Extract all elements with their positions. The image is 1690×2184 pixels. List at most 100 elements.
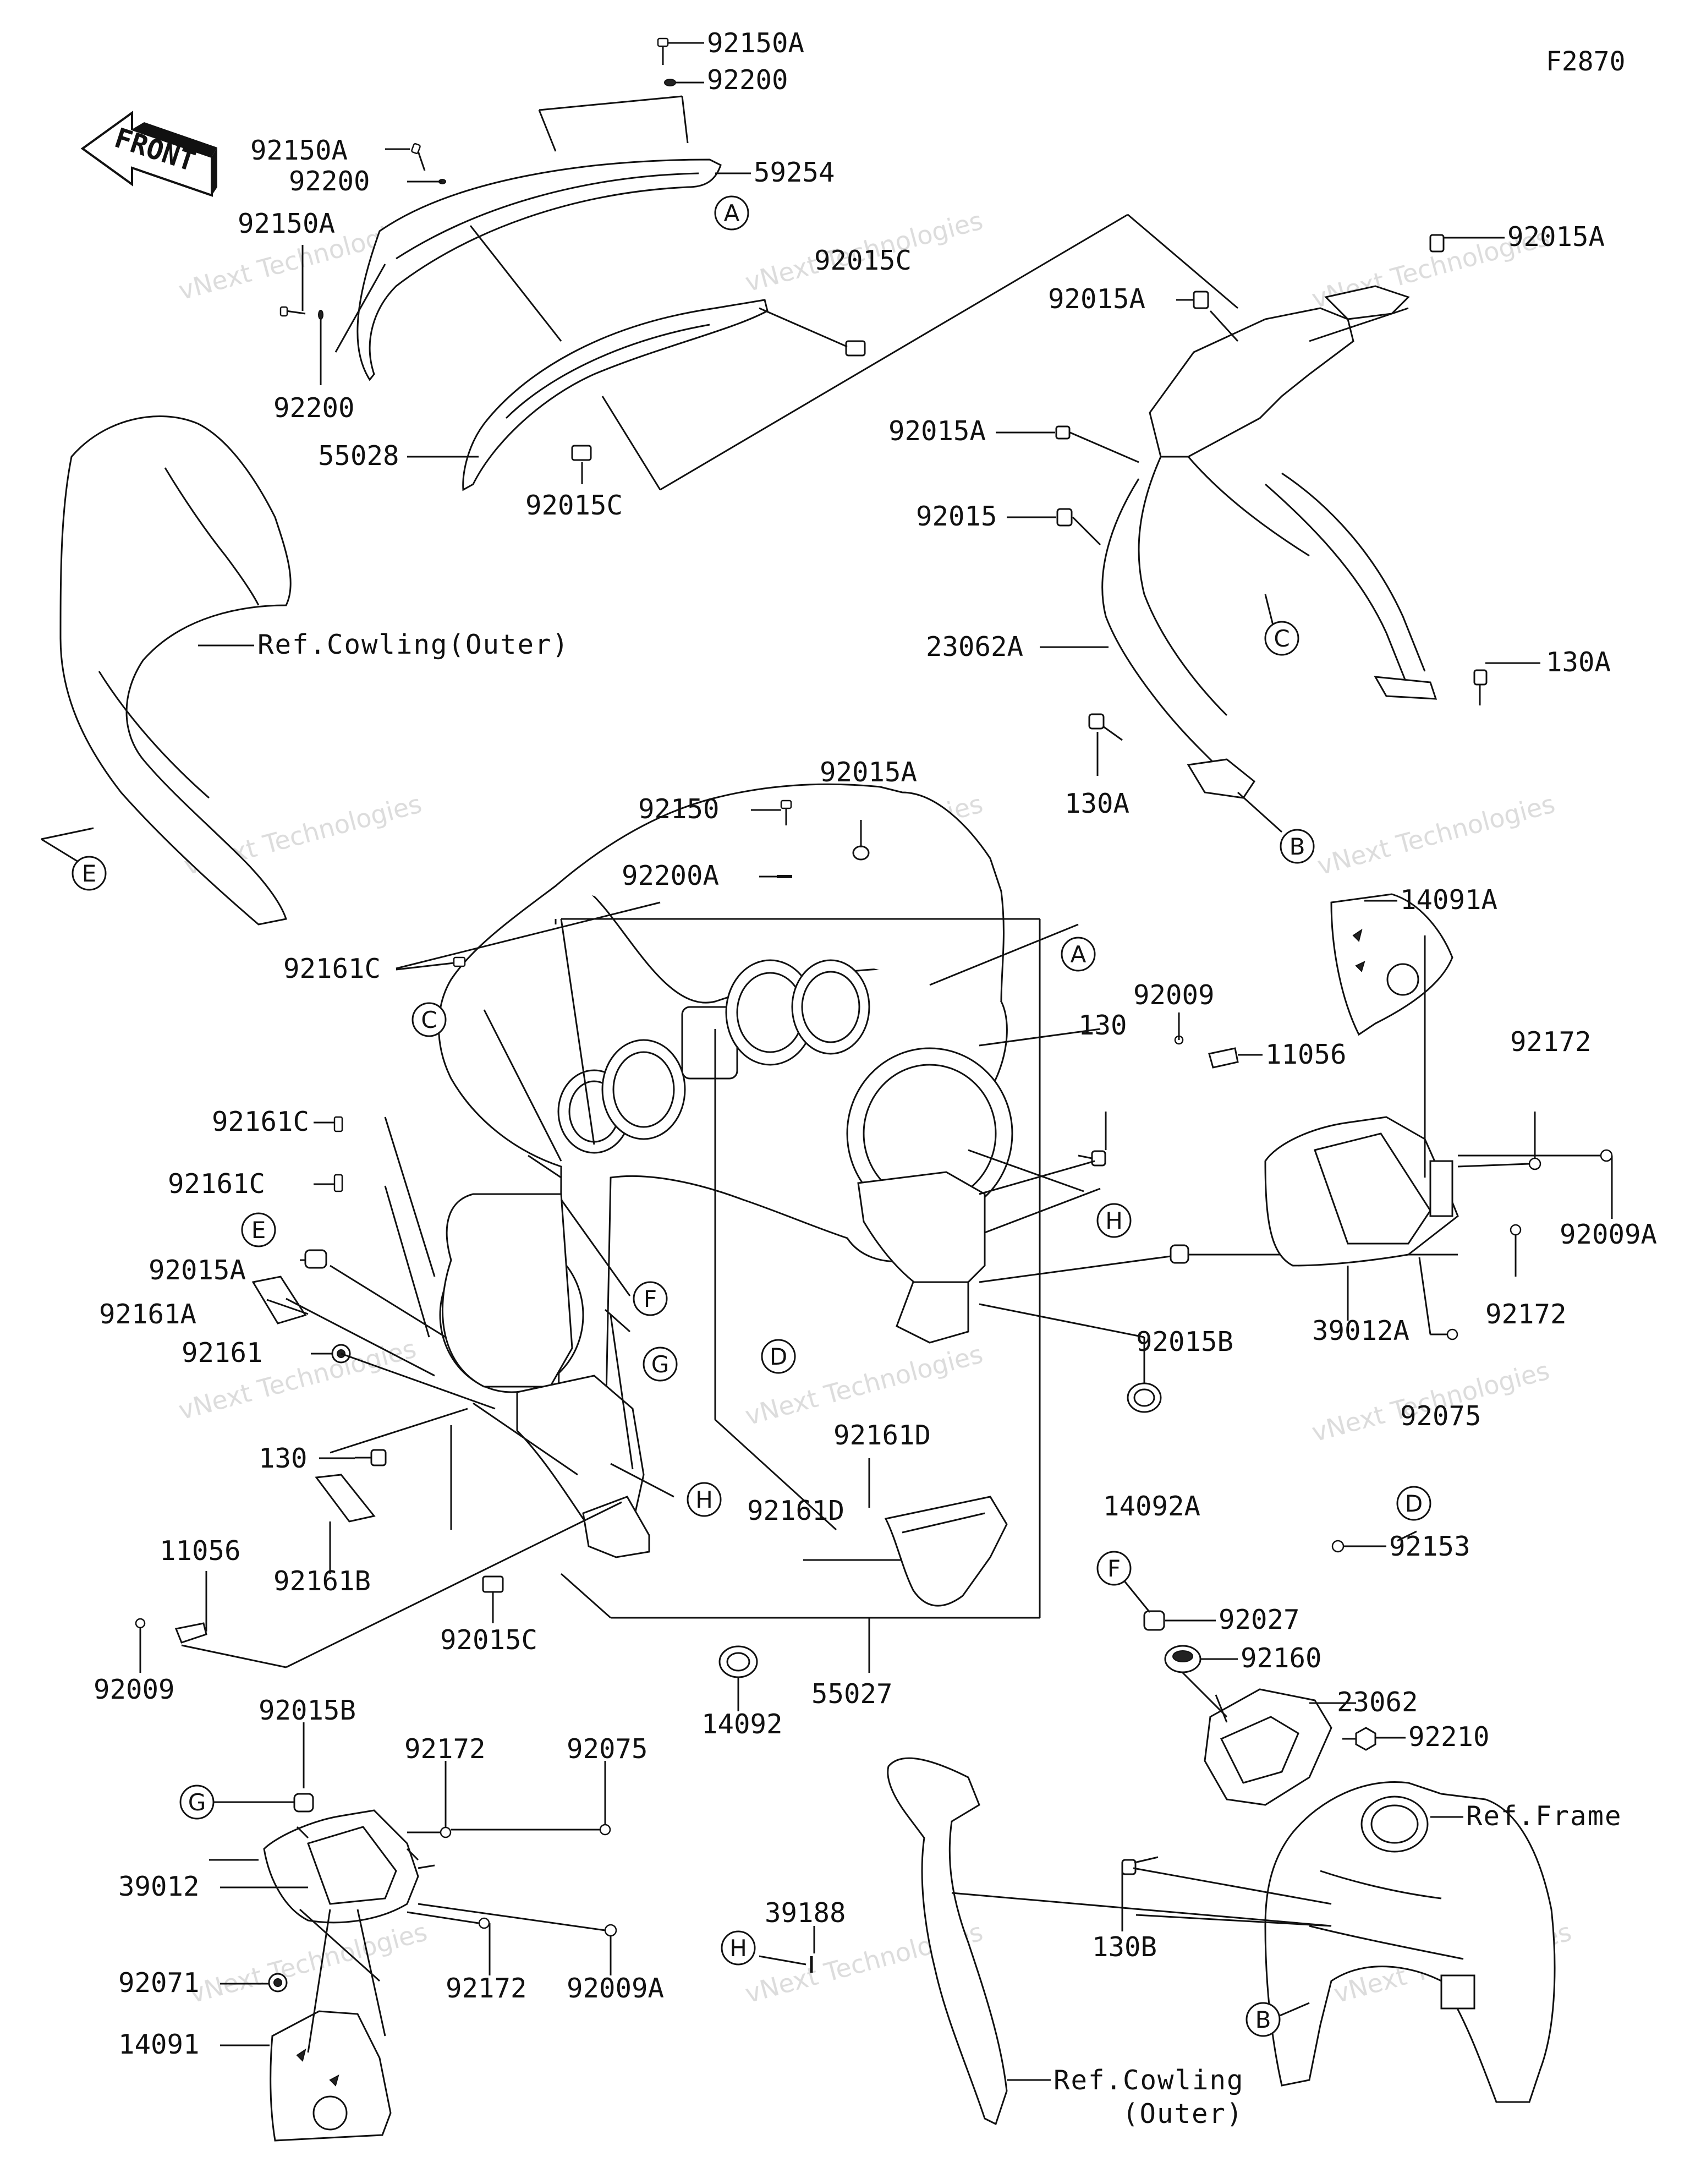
label-92015: 92015 bbox=[916, 501, 997, 532]
leaders-bottom-left bbox=[209, 1722, 612, 2053]
label-ref-cowling-outer: Ref.Cowling(Outer) bbox=[257, 629, 569, 660]
cover-14091-drawing bbox=[270, 2010, 392, 2142]
inner-cowling-55027-drawing bbox=[438, 783, 1013, 1558]
label-11056: 11056 bbox=[1265, 1039, 1347, 1070]
label-130A: 130A bbox=[1546, 647, 1611, 678]
bolt-130-left-icon bbox=[355, 1449, 387, 1466]
duct-39012-drawing bbox=[263, 1809, 419, 1924]
grommet-92027-icon bbox=[1143, 1610, 1165, 1631]
svg-text:G: G bbox=[651, 1351, 670, 1378]
label-55028: 55028 bbox=[318, 440, 399, 472]
cowling-outer-drawing bbox=[59, 415, 292, 926]
label-92161C: 92161C bbox=[168, 1168, 265, 1200]
label-14092A: 14092A bbox=[1103, 1491, 1200, 1522]
svg-text:G: G bbox=[188, 1789, 206, 1816]
callout-b-right: B bbox=[1280, 829, 1315, 864]
label-92015C: 92015C bbox=[525, 490, 623, 521]
label-92200: 92200 bbox=[273, 392, 355, 424]
leaders-right-middle bbox=[1188, 900, 1613, 1547]
label-92015A: 92015A bbox=[888, 415, 986, 447]
label-92161A: 92161A bbox=[99, 1299, 196, 1330]
rubber-92161A-icon bbox=[251, 1276, 307, 1324]
label-ref-cowling-outer-2-sub: (Outer) bbox=[1122, 2098, 1244, 2130]
label-92015B: 92015B bbox=[1136, 1326, 1233, 1358]
svg-text:E: E bbox=[82, 860, 97, 887]
bracket-23062-drawing bbox=[1204, 1688, 1332, 1806]
callout-a-center: A bbox=[1061, 937, 1096, 972]
callout-a-top: A bbox=[714, 195, 749, 231]
callout-b-bottom: B bbox=[1245, 2002, 1281, 2037]
collar-92015B-right-icon bbox=[1170, 1244, 1189, 1264]
label-92009: 92009 bbox=[94, 1674, 175, 1705]
clip-92161C-top-icon bbox=[453, 956, 466, 967]
washer-92200-top-icon bbox=[664, 79, 676, 86]
label-92150A: 92150A bbox=[707, 28, 804, 59]
svg-text:D: D bbox=[770, 1343, 787, 1370]
frame-drawing bbox=[1264, 1781, 1556, 2103]
clip-92161C-low-icon bbox=[333, 1174, 343, 1192]
label-55027: 55027 bbox=[811, 1678, 893, 1710]
rubber-92161B-icon bbox=[315, 1474, 376, 1523]
screw-92009-left-icon bbox=[135, 1618, 146, 1629]
label-92161C: 92161C bbox=[212, 1106, 309, 1137]
callout-g-left: G bbox=[179, 1785, 215, 1820]
screw-92172-bl-upper-icon bbox=[440, 1826, 452, 1838]
nut-92075-bl-icon bbox=[599, 1824, 611, 1836]
callout-d-right: D bbox=[1396, 1486, 1431, 1521]
screw-92172-lower-icon bbox=[1510, 1224, 1522, 1236]
nut-92015-icon bbox=[1056, 508, 1073, 527]
label-92015C: 92015C bbox=[440, 1624, 537, 1656]
callout-c-center: C bbox=[411, 1002, 447, 1037]
label-92015A: 92015A bbox=[1507, 221, 1605, 253]
collar-92015A-b-icon bbox=[1055, 425, 1071, 440]
label-92161B: 92161B bbox=[273, 1566, 371, 1597]
label-39012A: 39012A bbox=[1312, 1315, 1409, 1346]
label-92150A: 92150A bbox=[250, 135, 348, 166]
label-92172: 92172 bbox=[1510, 1026, 1592, 1058]
svg-text:A: A bbox=[724, 200, 740, 227]
bolt-130-right-icon bbox=[1078, 1150, 1106, 1167]
screw-92009A-bl-icon bbox=[604, 1924, 617, 1937]
label-92009: 92009 bbox=[1133, 979, 1215, 1011]
label-130B: 130B bbox=[1092, 1931, 1157, 1963]
label-92015A: 92015A bbox=[820, 757, 917, 788]
screw-92150-icon bbox=[780, 800, 792, 825]
label-92009A: 92009A bbox=[567, 1973, 664, 2004]
plate-92161D-drawing bbox=[884, 1496, 1008, 1607]
grommet-92071-icon bbox=[268, 1973, 288, 1993]
callout-h-center: H bbox=[687, 1482, 722, 1517]
clip-11056-left-icon bbox=[174, 1622, 207, 1644]
label-92161: 92161 bbox=[182, 1337, 263, 1369]
label-92200: 92200 bbox=[289, 166, 370, 197]
callout-f-center: F bbox=[633, 1281, 668, 1316]
label-92153: 92153 bbox=[1389, 1531, 1470, 1562]
svg-text:H: H bbox=[695, 1486, 713, 1513]
label-92172: 92172 bbox=[446, 1973, 527, 2004]
callout-c-right: C bbox=[1264, 621, 1299, 656]
label-14091A: 14091A bbox=[1400, 884, 1497, 916]
cover-55028-drawing bbox=[462, 299, 769, 491]
part-labels: 92150A 92200 92150A 92200 59254 92150A 9… bbox=[94, 28, 1657, 2130]
screw-92150A-top-icon bbox=[657, 37, 669, 65]
label-130: 130 bbox=[259, 1443, 308, 1474]
collar-92015A-top-right-icon bbox=[1429, 234, 1445, 253]
screw-92150A-lower-icon bbox=[279, 306, 306, 317]
figure-id: F2870 bbox=[1546, 46, 1626, 77]
label-59254: 59254 bbox=[754, 157, 835, 188]
label-92161C: 92161C bbox=[283, 953, 381, 984]
svg-text:C: C bbox=[1274, 625, 1290, 652]
label-92172: 92172 bbox=[1485, 1299, 1567, 1330]
svg-text:C: C bbox=[421, 1006, 437, 1033]
label-92210: 92210 bbox=[1408, 1721, 1490, 1753]
collar-92015A-center-icon bbox=[852, 845, 870, 861]
callout-e-center: E bbox=[241, 1212, 276, 1247]
label-92200A: 92200A bbox=[622, 860, 719, 891]
label-92161D: 92161D bbox=[833, 1420, 931, 1451]
svg-text:F: F bbox=[644, 1285, 657, 1312]
callout-f-right: F bbox=[1096, 1551, 1132, 1586]
leaders-center bbox=[139, 809, 1458, 1711]
label-14092: 14092 bbox=[701, 1709, 783, 1740]
nut-92210-icon bbox=[1355, 1727, 1376, 1751]
label-92027: 92027 bbox=[1219, 1604, 1300, 1635]
clip-92161C-mid-icon bbox=[333, 1116, 343, 1132]
